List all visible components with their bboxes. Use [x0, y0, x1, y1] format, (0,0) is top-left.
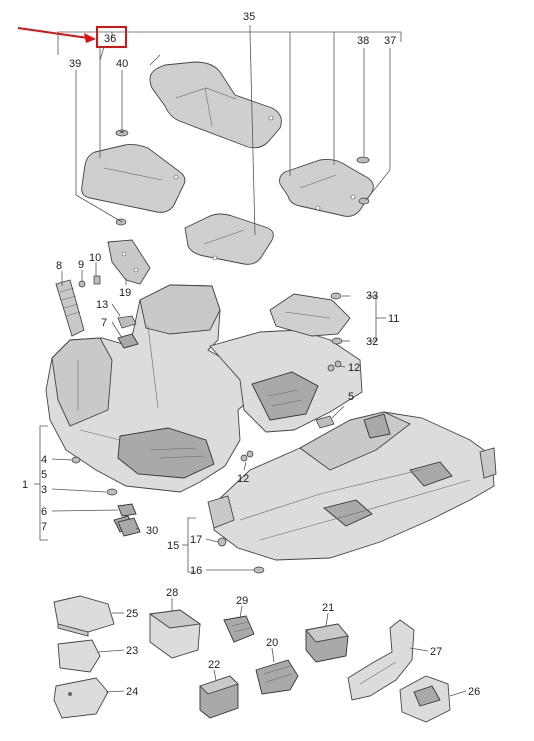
callout-21: 21 [322, 602, 334, 614]
rear-left-mat[interactable] [184, 213, 274, 265]
rear-right-mat[interactable] [279, 158, 374, 217]
callout-7: 7 [101, 317, 107, 329]
foam-block-21[interactable] [305, 623, 349, 663]
insulation-strip-8[interactable] [55, 279, 85, 337]
callout-7-left: 7 [41, 521, 47, 533]
mat-leader-lines [75, 31, 391, 236]
callout-39: 39 [69, 58, 81, 70]
callout-24: 24 [126, 686, 138, 698]
callout-30: 30 [146, 525, 158, 537]
callout-25: 25 [126, 608, 138, 620]
clip-5-right[interactable] [315, 415, 335, 429]
fastener-4[interactable] [71, 456, 81, 464]
bracket-19[interactable] [107, 239, 151, 285]
front-floor-insulation[interactable] [45, 284, 257, 493]
callout-12-lower: 12 [237, 473, 249, 485]
callout-10: 10 [89, 252, 101, 264]
foam-block-29[interactable] [223, 615, 255, 643]
foam-block-26[interactable] [399, 675, 451, 723]
part-leader-lines [34, 262, 467, 697]
callout-6: 6 [41, 506, 47, 518]
pad-13[interactable] [117, 315, 137, 329]
callout-9: 9 [78, 259, 84, 271]
callout-5-left: 5 [41, 469, 47, 481]
callout-4: 4 [41, 454, 47, 466]
callout-3: 3 [41, 484, 47, 496]
callout-19: 19 [119, 287, 131, 299]
foam-block-24[interactable] [53, 677, 109, 719]
foam-block-20[interactable] [255, 659, 299, 695]
fastener-16[interactable] [253, 566, 265, 574]
callout-17: 17 [190, 534, 202, 546]
callout-26: 26 [468, 686, 480, 698]
clip-10[interactable] [93, 275, 101, 285]
mat-clip-40[interactable] [115, 129, 129, 226]
callout-35: 35 [243, 11, 255, 23]
callout-5: 5 [348, 391, 354, 403]
callout-22: 22 [208, 659, 220, 671]
front-left-mat[interactable] [81, 143, 186, 213]
callout-38: 38 [357, 35, 369, 47]
front-right-mat[interactable] [149, 61, 282, 149]
callout-29: 29 [236, 595, 248, 607]
luggage-pad[interactable] [269, 293, 351, 337]
bracket-27[interactable] [347, 619, 415, 701]
callout-28: 28 [166, 587, 178, 599]
callout-8: 8 [56, 260, 62, 272]
pad-7-upper[interactable] [117, 333, 139, 349]
callout-11: 11 [388, 313, 399, 325]
callout-1: 1 [22, 479, 28, 491]
fastener-32[interactable] [331, 337, 343, 345]
foam-block-22[interactable] [199, 675, 239, 719]
bolt-12-upper[interactable] [327, 360, 342, 372]
foam-block-23[interactable] [57, 639, 101, 673]
callout-32: 32 [366, 336, 378, 348]
callout-15: 15 [167, 540, 179, 552]
callout-20: 20 [266, 637, 278, 649]
callout-23: 23 [126, 645, 138, 657]
top-bracket-lines [57, 25, 402, 55]
callout-13: 13 [96, 299, 108, 311]
callout-37: 37 [384, 35, 396, 47]
callout-labels: 35 36 38 37 39 40 8 9 10 19 13 7 33 11 3… [22, 11, 480, 698]
fastener-33[interactable] [330, 292, 342, 300]
callout-40: 40 [116, 58, 128, 70]
foam-block-30[interactable] [117, 517, 141, 537]
fastener-17[interactable] [217, 537, 227, 547]
callout-27: 27 [430, 646, 442, 658]
foam-block-25[interactable] [53, 595, 115, 637]
tunnel-insulation[interactable] [209, 329, 363, 433]
bolt-12-lower[interactable] [240, 450, 254, 462]
screw-9[interactable] [78, 280, 86, 288]
highlight-pointer [17, 26, 127, 48]
clip-6[interactable] [117, 503, 137, 517]
callout-33: 33 [366, 290, 378, 302]
callout-16: 16 [190, 565, 202, 577]
callout-36: 36 [104, 33, 116, 45]
rear-floor-insulation[interactable] [207, 411, 497, 561]
callout-12: 12 [348, 362, 360, 374]
fastener-3[interactable] [106, 488, 118, 496]
foam-block-28[interactable] [148, 609, 202, 659]
